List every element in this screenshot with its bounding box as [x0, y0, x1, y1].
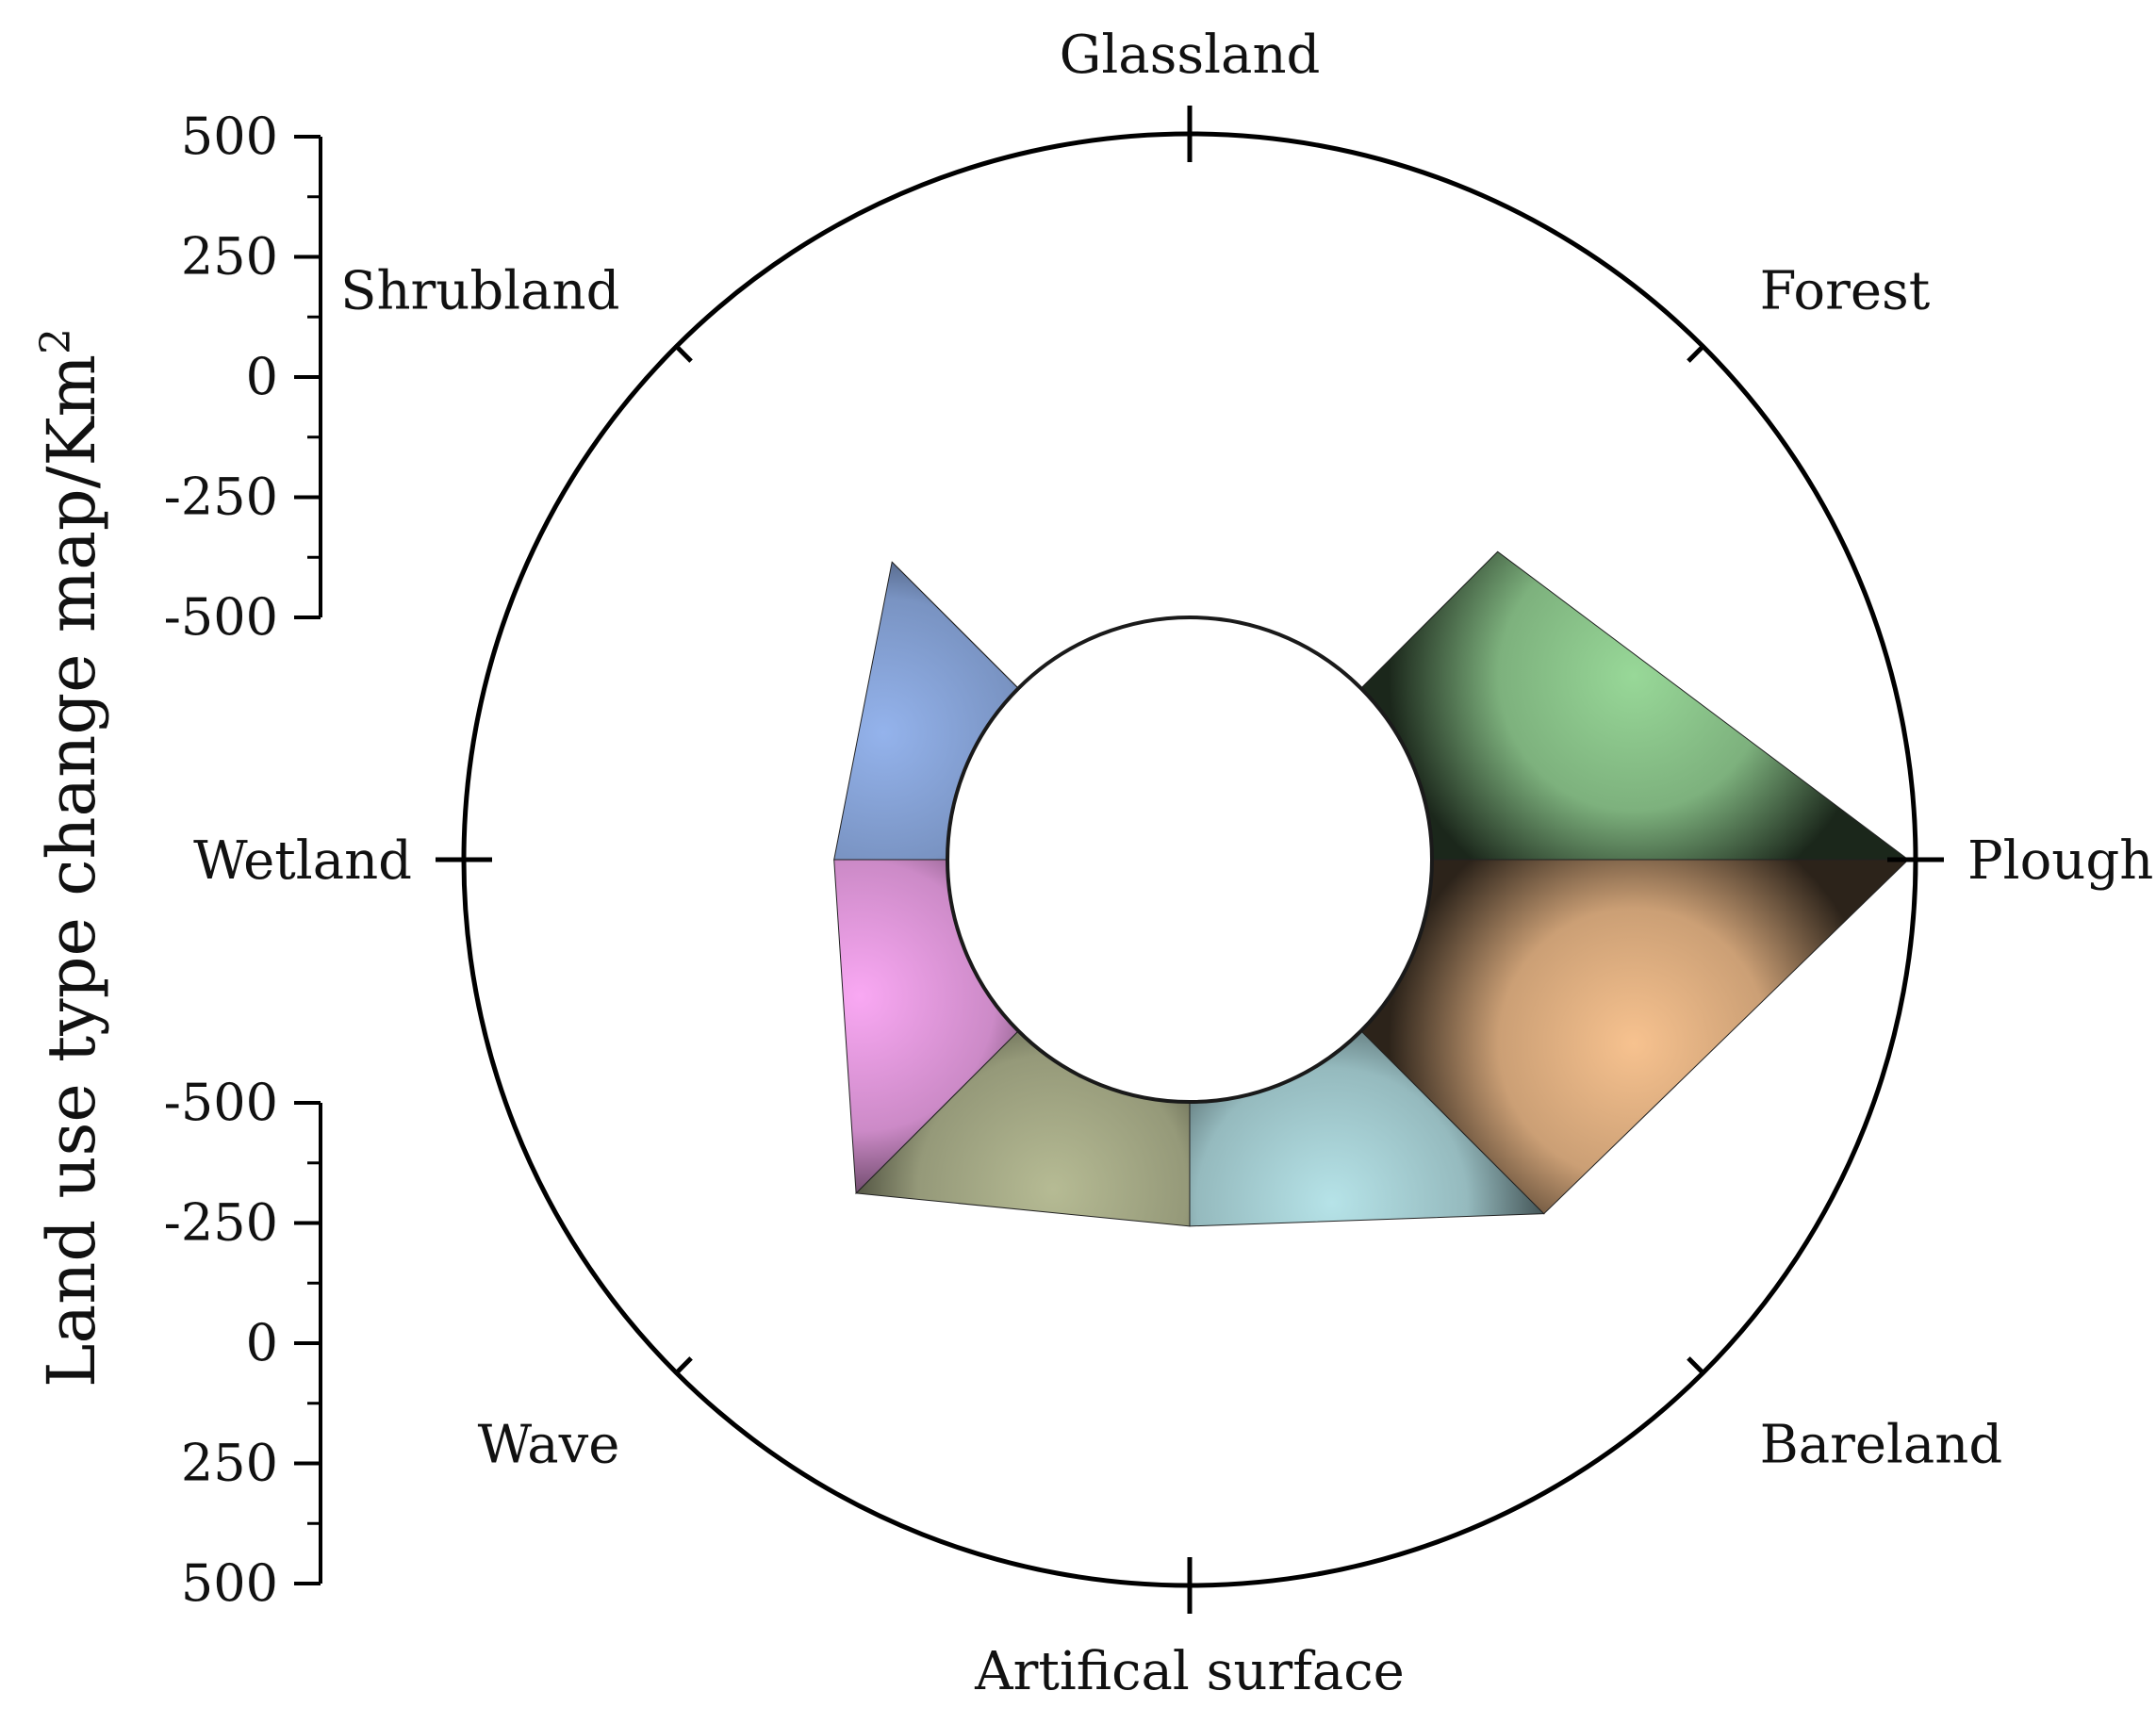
category-label: Artifical surface	[974, 1641, 1405, 1702]
polar-frame	[436, 106, 1944, 1614]
y-axis-title: Land use type change map/Km2	[32, 328, 110, 1387]
category-label: Plough	[1967, 830, 2153, 892]
tick-label: -500	[164, 1073, 278, 1132]
tick-label: -250	[164, 1193, 278, 1253]
spoke-tick	[1687, 344, 1705, 363]
spoke-tick	[674, 344, 693, 363]
tick-label: 250	[181, 227, 278, 287]
category-label: Bareland	[1760, 1415, 2003, 1476]
sector-forest	[1360, 550, 1910, 861]
category-label: Shrubland	[340, 260, 619, 321]
spoke-tick	[1687, 1356, 1705, 1375]
category-label: Wave	[478, 1415, 620, 1476]
tick-label: -500	[164, 587, 278, 647]
tick-label: 0	[246, 347, 278, 406]
data-sectors	[833, 550, 1910, 1227]
category-label: Glassland	[1060, 25, 1321, 86]
tick-label: -250	[164, 468, 278, 527]
spoke-tick	[674, 1356, 693, 1375]
tick-label: 250	[181, 1434, 278, 1493]
category-label: Wetland	[193, 830, 412, 892]
y-axis-title-superscript: 2	[32, 328, 80, 354]
radial-axis-upper: 500 250 0 -250 -500	[164, 107, 322, 647]
tick-label: 500	[181, 1553, 278, 1613]
tick-label: 0	[246, 1313, 278, 1372]
tick-label: 500	[181, 107, 278, 166]
category-label: Forest	[1760, 260, 1931, 321]
inner-hole	[946, 616, 1434, 1104]
radial-axis-lower: -500 -250 0 250 500	[164, 1073, 322, 1613]
y-axis-title-text: Land use type change map/Km	[33, 354, 110, 1387]
